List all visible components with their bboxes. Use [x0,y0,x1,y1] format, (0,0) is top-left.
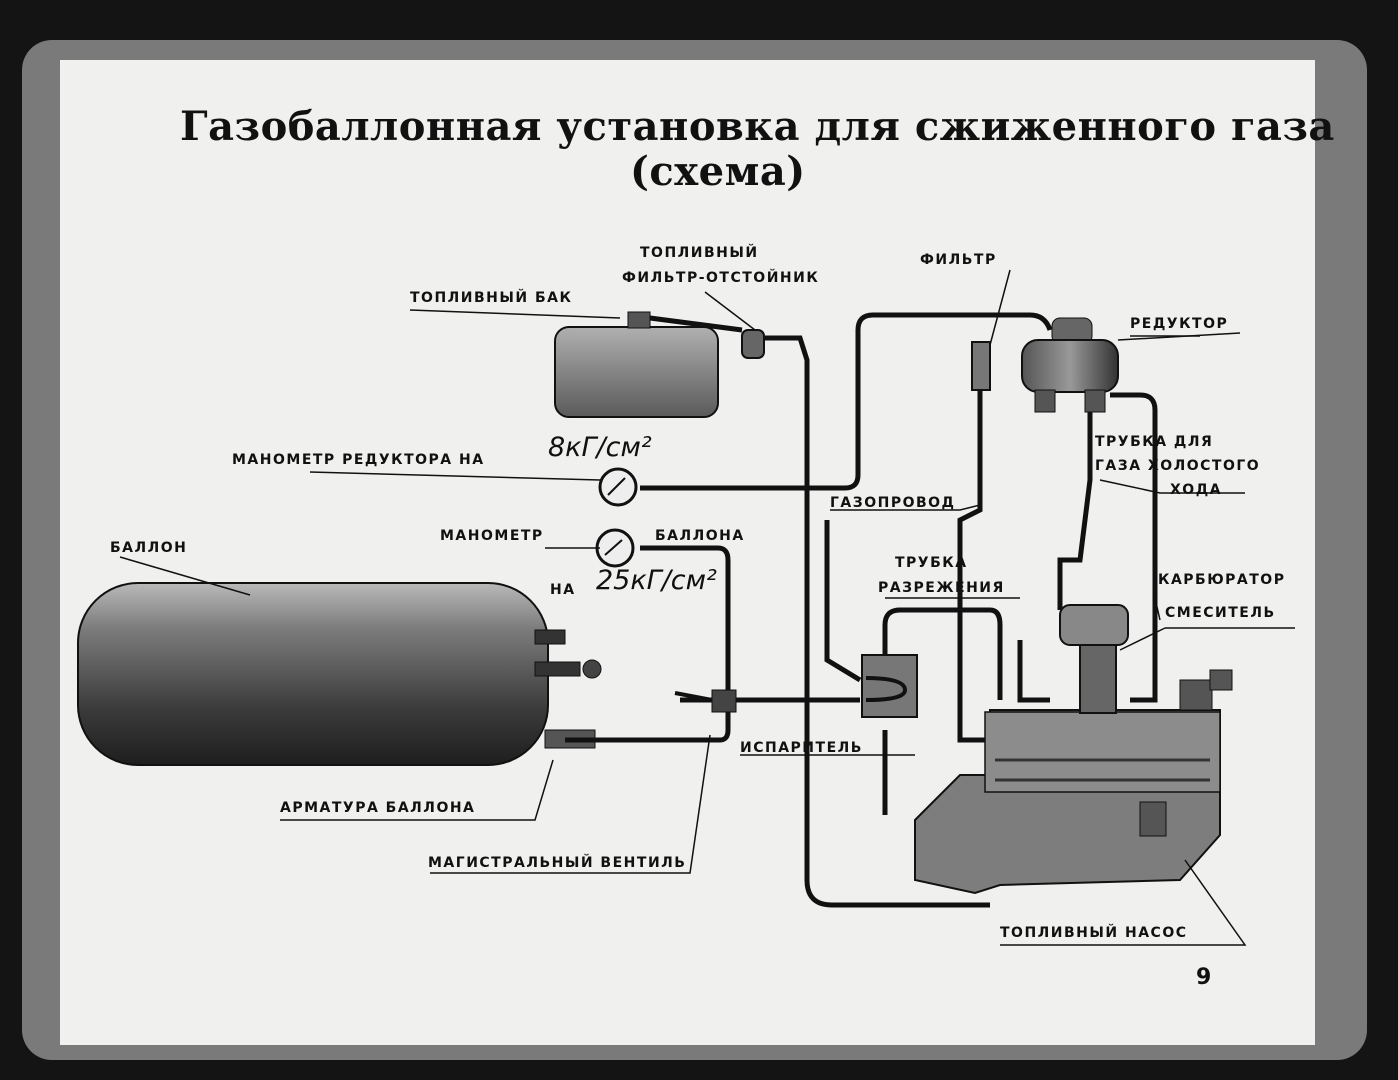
label-evaporator: ИСПАРИТЕЛЬ [740,740,863,756]
evaporator [861,654,918,718]
label-main-valve: МАГИСТРАЛЬНЫЙ ВЕНТИЛЬ [428,855,687,871]
page-subtitle: (схема) [630,148,806,195]
gas-filter [971,341,991,391]
carburetor [1059,604,1129,714]
fuel-filter-settler [741,329,765,359]
label-fuel-filter-1: ТОПЛИВНЫЙ [640,245,759,261]
label-fuel-pump: ТОПЛИВНЫЙ НАСОС [1000,925,1188,941]
label-filter: ФИЛЬТР [920,252,997,268]
pipes [565,312,1158,908]
fuel-tank [554,311,719,418]
engine [914,669,1233,895]
label-vacuum-tube-1: ТРУБКА [895,555,968,571]
page-number: 9 [1196,965,1212,990]
label-idle-tube-2: ГАЗА ХОЛОСТОГО [1095,458,1261,474]
label-fuel-tank: ТОПЛИВНЫЙ БАК [410,290,573,306]
label-cylinder: БАЛЛОН [110,540,188,556]
label-fuel-filter-2: ФИЛЬТР-ОТСТОЙНИК [622,270,820,286]
label-reducer-gauge: МАНОМЕТР РЕДУКТОРА НА [232,452,485,468]
gas-cylinder [77,582,602,766]
label-cylinder-gauge-prefix: НА [550,582,576,598]
label-cylinder-fittings: АРМАТУРА БАЛЛОНА [280,800,476,816]
label-mixer: СМЕСИТЕЛЬ [1165,605,1276,621]
label-reducer-gauge-value: 8кГ/см² [548,432,652,463]
label-idle-tube-3: ХОДА [1170,482,1222,498]
cylinder-gauge [595,528,635,568]
label-cylinder-gauge-right: БАЛЛОНА [655,528,745,544]
page-title: Газобаллонная установка для сжиженного г… [180,103,1335,150]
label-vacuum-tube-2: РАЗРЕЖЕНИЯ [878,580,1005,596]
reducer [1021,317,1119,413]
label-idle-tube-1: ТРУБКА ДЛЯ [1095,434,1214,450]
label-carburetor: КАРБЮРАТОР [1158,572,1286,588]
label-reducer: РЕДУКТОР [1130,316,1229,332]
leader-lines [119,269,1295,946]
main-valve [674,689,737,713]
label-cylinder-gauge-value: 25кГ/см² [596,565,717,596]
label-cylinder-gauge-left: МАНОМЕТР [440,528,544,544]
fuel-pump [1139,801,1167,837]
label-gas-line: ГАЗОПРОВОД [830,495,956,511]
reducer-gauge [598,467,638,507]
